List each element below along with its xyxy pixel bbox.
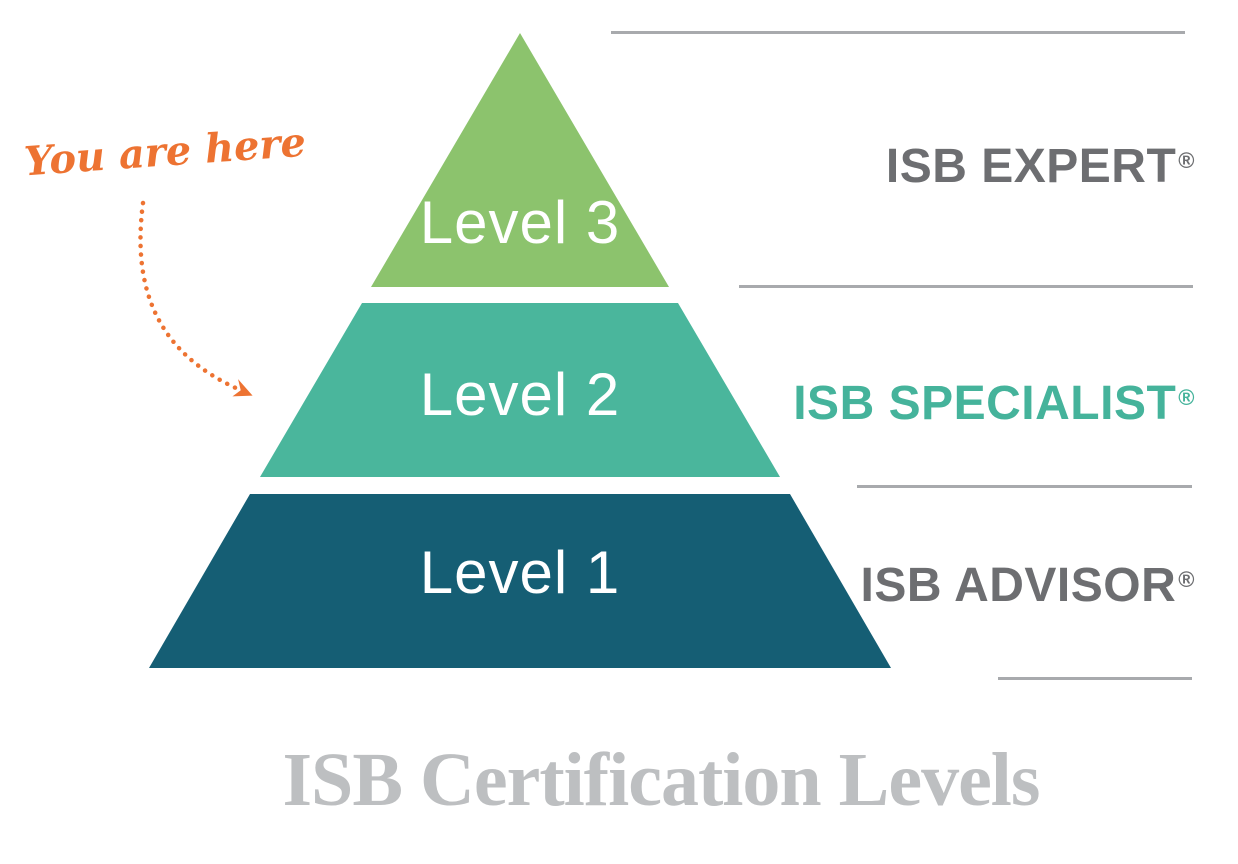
cert-label-expert: ISB EXPERT® xyxy=(575,142,1195,192)
diagram-title: ISB Certification Levels xyxy=(282,738,1040,822)
registered-trademark-icon: ® xyxy=(1178,148,1195,173)
cert-label-specialist: ISB SPECIALIST® xyxy=(575,379,1195,429)
divider-line-bottom xyxy=(998,677,1192,680)
level-3-label: Level 3 xyxy=(419,189,621,256)
divider-line-expert-specialist xyxy=(739,285,1193,288)
cert-label-expert-text: ISB EXPERT xyxy=(885,140,1177,193)
pyramid-level-1-shape xyxy=(149,494,891,668)
divider-line-top xyxy=(611,31,1185,34)
pyramid-level-2-shape xyxy=(260,303,780,477)
registered-trademark-icon: ® xyxy=(1178,567,1195,592)
level-1-label: Level 1 xyxy=(419,539,621,606)
cert-label-advisor-text: ISB ADVISOR xyxy=(860,559,1177,612)
cert-label-specialist-text: ISB SPECIALIST xyxy=(793,377,1177,430)
you-are-here-arrow xyxy=(138,200,253,397)
registered-trademark-icon: ® xyxy=(1178,385,1195,410)
level-2-label: Level 2 xyxy=(419,361,621,428)
pyramid-level-3-shape xyxy=(371,33,669,287)
divider-line-specialist-advisor xyxy=(857,485,1192,488)
cert-label-advisor: ISB ADVISOR® xyxy=(575,561,1195,611)
